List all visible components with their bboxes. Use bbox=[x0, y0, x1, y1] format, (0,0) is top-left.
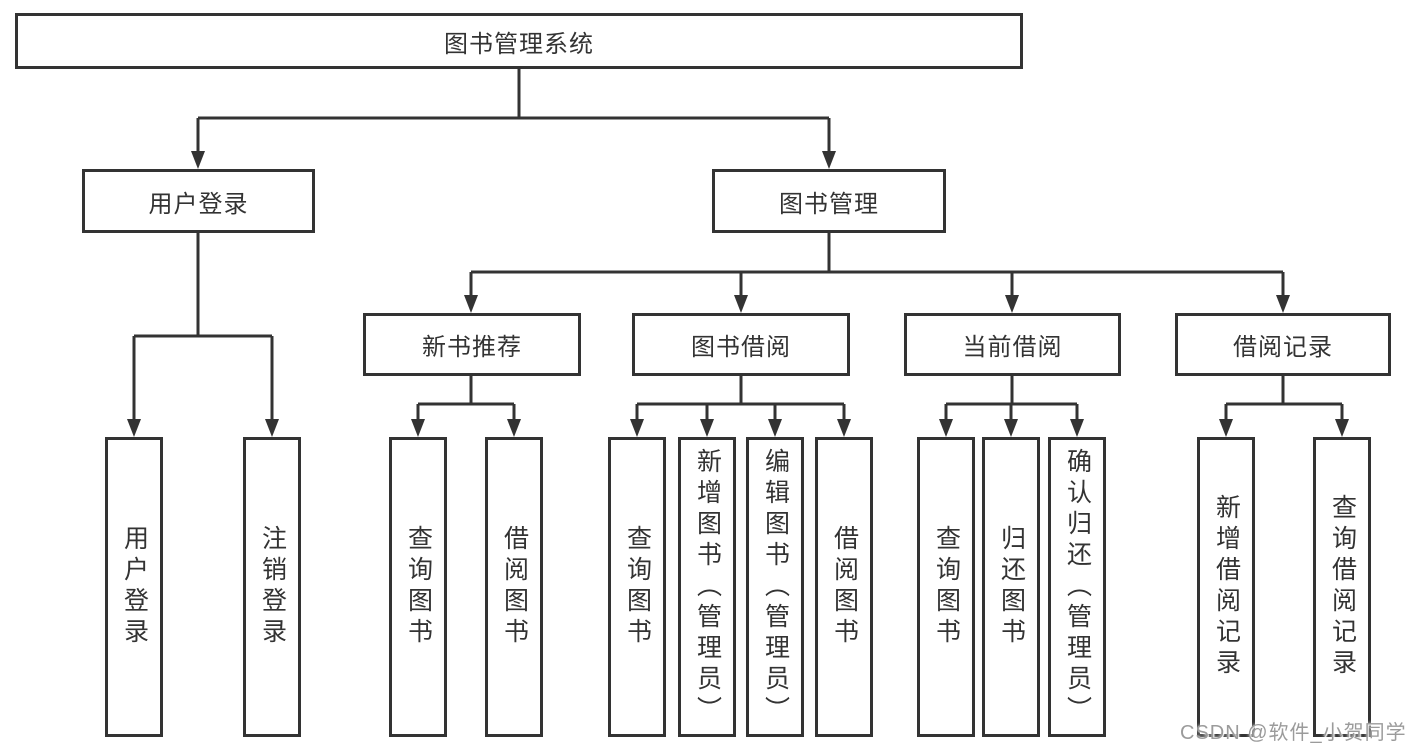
leaf-current-return-book-label: 归还图书 bbox=[997, 525, 1026, 649]
arrowheads bbox=[127, 151, 1349, 437]
node-borrowing-records: 借阅记录 bbox=[1175, 313, 1391, 376]
node-new-book-recommend-label: 新书推荐 bbox=[422, 334, 522, 361]
leaf-borrowing-edit-book-label: 编辑图书（管理员） bbox=[761, 447, 790, 727]
leaf-user-login: 用户登录 bbox=[105, 437, 163, 737]
leaf-records-add-record: 新增借阅记录 bbox=[1197, 437, 1255, 737]
leaf-current-query-book-label: 查询图书 bbox=[932, 525, 961, 649]
node-current-borrowing-label: 当前借阅 bbox=[962, 334, 1063, 361]
node-borrowing-records-label: 借阅记录 bbox=[1233, 334, 1333, 361]
leaf-user-login-label: 用户登录 bbox=[120, 525, 149, 649]
leaf-current-confirm-return: 确认归还（管理员） bbox=[1048, 437, 1106, 737]
leaf-logout-label: 注销登录 bbox=[258, 525, 287, 649]
node-user-login: 用户登录 bbox=[82, 169, 315, 233]
node-current-borrowing: 当前借阅 bbox=[904, 313, 1121, 376]
leaf-borrowing-query-book-label: 查询图书 bbox=[623, 525, 652, 649]
leaf-recommend-query-book-label: 查询图书 bbox=[404, 525, 433, 649]
leaf-records-add-record-label: 新增借阅记录 bbox=[1212, 494, 1241, 680]
node-book-management-label: 图书管理 bbox=[779, 190, 879, 218]
node-book-borrowing: 图书借阅 bbox=[632, 313, 850, 376]
leaf-current-confirm-return-label: 确认归还（管理员） bbox=[1063, 447, 1092, 727]
leaf-recommend-borrow-book-label: 借阅图书 bbox=[500, 525, 529, 649]
leaf-current-return-book: 归还图书 bbox=[982, 437, 1040, 737]
leaf-borrowing-borrow-book: 借阅图书 bbox=[815, 437, 873, 737]
node-user-login-label: 用户登录 bbox=[148, 190, 249, 218]
node-library-system: 图书管理系统 bbox=[15, 13, 1023, 69]
leaf-recommend-query-book: 查询图书 bbox=[389, 437, 447, 737]
leaf-current-query-book: 查询图书 bbox=[917, 437, 975, 737]
node-library-system-label: 图书管理系统 bbox=[444, 30, 594, 58]
leaf-borrowing-borrow-book-label: 借阅图书 bbox=[830, 525, 859, 649]
connector-paths bbox=[132, 69, 1344, 421]
leaf-records-query-record-label: 查询借阅记录 bbox=[1328, 494, 1357, 680]
leaf-records-query-record: 查询借阅记录 bbox=[1313, 437, 1371, 737]
leaf-borrowing-add-book: 新增图书（管理员） bbox=[678, 437, 736, 737]
leaf-logout: 注销登录 bbox=[243, 437, 301, 737]
node-new-book-recommend: 新书推荐 bbox=[363, 313, 581, 376]
node-book-borrowing-label: 图书借阅 bbox=[691, 334, 791, 361]
leaf-recommend-borrow-book: 借阅图书 bbox=[485, 437, 543, 737]
leaf-borrowing-query-book: 查询图书 bbox=[608, 437, 666, 737]
csdn-watermark: CSDN @软件_小贺同学 bbox=[1180, 722, 1405, 744]
leaf-borrowing-add-book-label: 新增图书（管理员） bbox=[693, 447, 722, 727]
node-book-management: 图书管理 bbox=[712, 169, 946, 233]
leaf-borrowing-edit-book: 编辑图书（管理员） bbox=[746, 437, 804, 737]
